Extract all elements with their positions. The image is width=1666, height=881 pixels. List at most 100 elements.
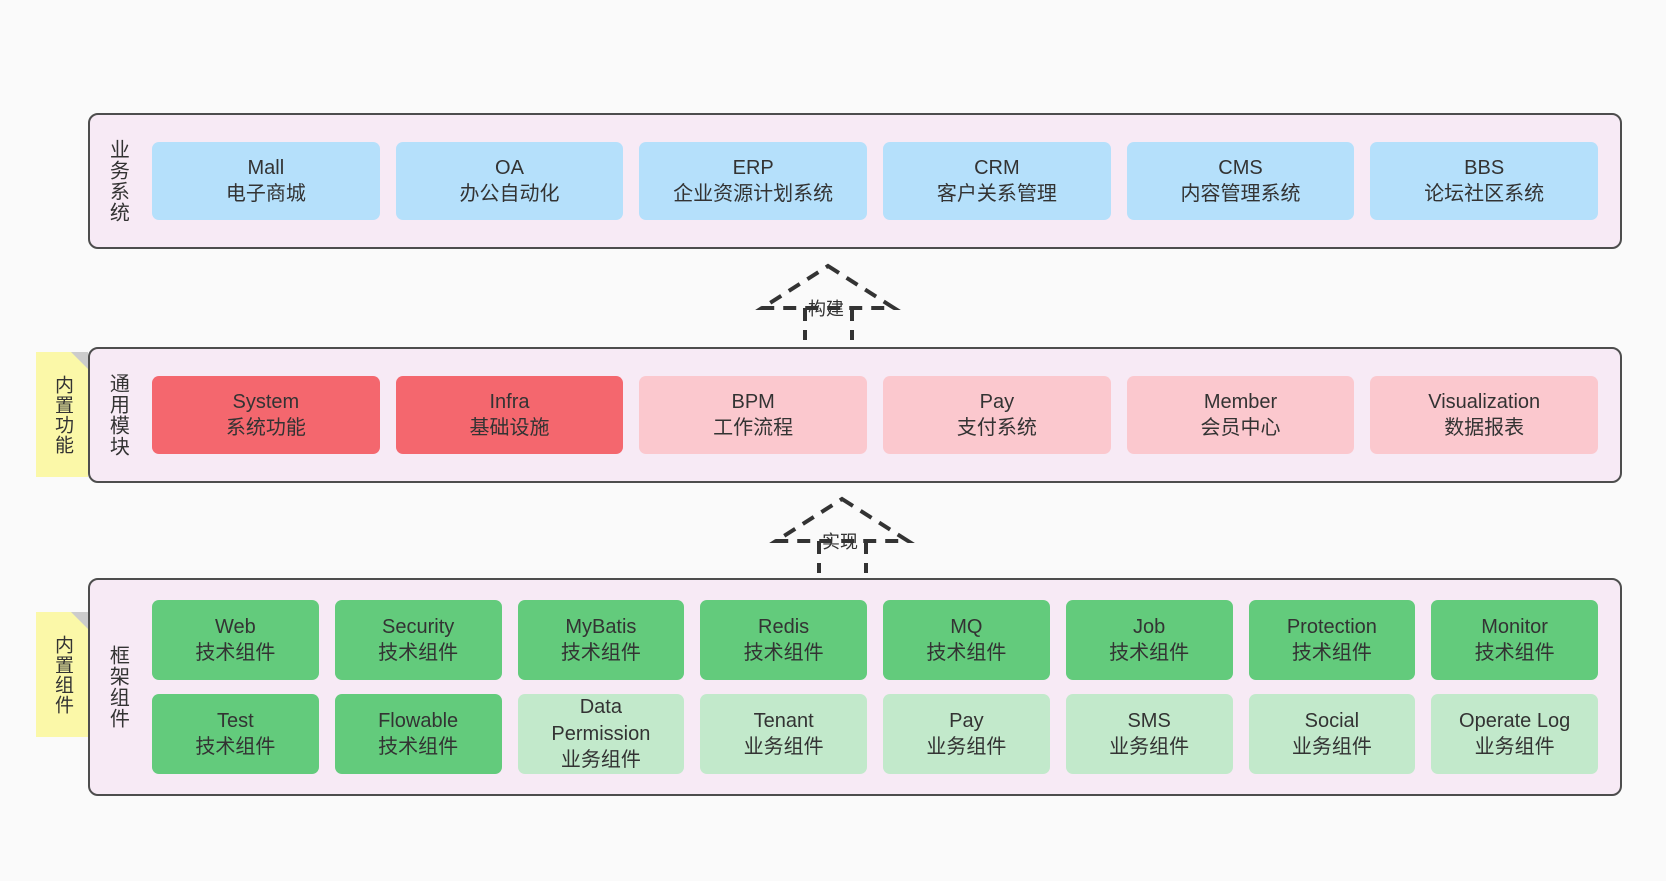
module-desc: 论坛社区系统 xyxy=(1424,183,1545,205)
module-desc: 内容管理系统 xyxy=(1180,183,1301,205)
layer-title-framework-components: 框架组件 xyxy=(106,645,129,729)
component-desc: 业务组件 xyxy=(560,749,641,772)
module-box-visualization[interactable]: Visualization 数据报表 xyxy=(1370,376,1599,454)
module-name: Pay xyxy=(979,390,1015,413)
module-box-oa[interactable]: OA 办公自动化 xyxy=(395,142,624,220)
component-desc: 业务组件 xyxy=(1474,736,1555,758)
component-box-redis[interactable]: Redis 技术组件 xyxy=(700,600,867,680)
layer-title-common-modules: 通用模块 xyxy=(106,373,129,457)
sticky-fold-corner-icon xyxy=(71,352,88,369)
module-name: CRM xyxy=(974,156,1020,179)
component-desc: 技术组件 xyxy=(1109,642,1190,664)
component-name: Operate Log xyxy=(1459,709,1571,732)
layer-body-common-modules: System 系统功能 Infra 基础设施 BPM 工作流程 Pay 支付系统… xyxy=(144,349,1620,481)
module-box-pay[interactable]: Pay 支付系统 xyxy=(883,376,1111,454)
component-box-tenant[interactable]: Tenant 业务组件 xyxy=(700,694,867,774)
component-desc: 技术组件 xyxy=(1291,642,1372,664)
module-name: CMS xyxy=(1218,156,1263,179)
component-desc: 技术组件 xyxy=(926,642,1007,664)
connector-implement-arrow-icon xyxy=(769,496,915,573)
layer-common-modules: 通用模块 System 系统功能 Infra 基础设施 BPM 工作流程 Pay… xyxy=(88,347,1622,483)
module-desc: 会员中心 xyxy=(1200,417,1281,439)
module-box-bbs[interactable]: BBS 论坛社区系统 xyxy=(1370,142,1599,220)
component-name: MQ xyxy=(950,615,983,638)
module-desc: 基础设施 xyxy=(469,417,550,439)
module-desc: 企业资源计划系统 xyxy=(673,183,834,205)
component-box-data-permission[interactable]: Data Permission 业务组件 xyxy=(517,694,685,774)
component-box-job[interactable]: Job 技术组件 xyxy=(1065,600,1233,680)
component-name: Pay xyxy=(949,709,984,732)
component-name: Flowable xyxy=(378,709,459,732)
component-desc: 技术组件 xyxy=(1474,642,1555,664)
component-name: Protection xyxy=(1286,615,1377,638)
component-box-protection[interactable]: Protection 技术组件 xyxy=(1248,600,1416,680)
module-desc: 支付系统 xyxy=(956,417,1037,439)
connector-implement-label: 实现 xyxy=(822,532,858,552)
component-name: Web xyxy=(214,615,256,638)
component-box-monitor[interactable]: Monitor 技术组件 xyxy=(1431,600,1598,680)
component-box-pay[interactable]: Pay 业务组件 xyxy=(883,694,1050,774)
connector-build: 构建 xyxy=(755,262,901,340)
module-name: Visualization xyxy=(1428,390,1541,413)
component-box-sms[interactable]: SMS 业务组件 xyxy=(1065,694,1233,774)
box-row: Web 技术组件 Security 技术组件 MyBatis 技术组件 Redi… xyxy=(144,600,1606,680)
module-desc: 电子商城 xyxy=(225,183,306,205)
module-box-system[interactable]: System 系统功能 xyxy=(152,376,380,454)
component-name: Tenant xyxy=(753,709,814,732)
component-name: MyBatis xyxy=(565,615,637,638)
component-desc: 技术组件 xyxy=(560,642,641,664)
component-box-operate-log[interactable]: Operate Log 业务组件 xyxy=(1431,694,1598,774)
component-name: Redis xyxy=(758,615,810,638)
layer-business-systems: 业务系统 Mall 电子商城 OA 办公自动化 ERP 企业资源计划系统 CRM… xyxy=(88,113,1622,249)
sticky-fold-corner-icon xyxy=(71,612,88,629)
sticky-note-label: 内置功能 xyxy=(52,374,74,455)
component-desc: 业务组件 xyxy=(743,736,824,758)
box-row: Mall 电子商城 OA 办公自动化 ERP 企业资源计划系统 CRM 客户关系… xyxy=(144,142,1606,220)
sticky-note-label: 内置组件 xyxy=(52,634,74,715)
layer-title-business-systems: 业务系统 xyxy=(106,139,129,223)
component-box-flowable[interactable]: Flowable 技术组件 xyxy=(334,694,502,774)
component-box-web[interactable]: Web 技术组件 xyxy=(152,600,319,680)
component-desc: 业务组件 xyxy=(1291,736,1372,758)
module-box-cms[interactable]: CMS 内容管理系统 xyxy=(1126,142,1355,220)
module-box-infra[interactable]: Infra 基础设施 xyxy=(395,376,624,454)
component-name: Data Permission xyxy=(551,696,651,745)
component-box-security[interactable]: Security 技术组件 xyxy=(334,600,502,680)
component-desc: 技术组件 xyxy=(743,642,824,664)
module-box-crm[interactable]: CRM 客户关系管理 xyxy=(883,142,1111,220)
component-desc: 技术组件 xyxy=(378,642,459,664)
component-name: Test xyxy=(217,709,254,732)
module-box-erp[interactable]: ERP 企业资源计划系统 xyxy=(639,142,868,220)
component-name: Job xyxy=(1133,615,1166,638)
component-desc: 技术组件 xyxy=(195,642,276,664)
connector-build-arrow-icon xyxy=(755,263,901,340)
module-desc: 数据报表 xyxy=(1444,417,1525,439)
module-name: BBS xyxy=(1464,156,1505,179)
sticky-note-builtin-components: 内置组件 xyxy=(36,612,88,737)
layer-body-business-systems: Mall 电子商城 OA 办公自动化 ERP 企业资源计划系统 CRM 客户关系… xyxy=(144,115,1620,247)
component-box-mybatis[interactable]: MyBatis 技术组件 xyxy=(517,600,685,680)
connector-implement: 实现 xyxy=(769,495,915,573)
layer-framework-components: 框架组件 Web 技术组件 Security 技术组件 MyBatis 技术组件… xyxy=(88,578,1622,796)
layer-body-framework-components: Web 技术组件 Security 技术组件 MyBatis 技术组件 Redi… xyxy=(144,580,1620,794)
module-desc: 工作流程 xyxy=(713,417,794,439)
module-name: System xyxy=(232,390,300,413)
component-box-mq[interactable]: MQ 技术组件 xyxy=(883,600,1050,680)
connector-build-label: 构建 xyxy=(808,299,844,319)
component-desc: 业务组件 xyxy=(926,736,1007,758)
module-desc: 客户关系管理 xyxy=(936,183,1057,205)
box-row: System 系统功能 Infra 基础设施 BPM 工作流程 Pay 支付系统… xyxy=(144,376,1606,454)
component-box-social[interactable]: Social 业务组件 xyxy=(1248,694,1416,774)
component-name: Monitor xyxy=(1481,615,1548,638)
module-desc: 系统功能 xyxy=(225,417,306,439)
module-name: OA xyxy=(495,156,524,179)
component-desc: 技术组件 xyxy=(195,736,276,758)
module-box-member[interactable]: Member 会员中心 xyxy=(1126,376,1355,454)
module-box-bpm[interactable]: BPM 工作流程 xyxy=(639,376,868,454)
module-name: ERP xyxy=(732,156,774,179)
module-name: Infra xyxy=(489,390,530,413)
module-box-mall[interactable]: Mall 电子商城 xyxy=(152,142,380,220)
component-box-test[interactable]: Test 技术组件 xyxy=(152,694,319,774)
component-desc: 业务组件 xyxy=(1109,736,1190,758)
